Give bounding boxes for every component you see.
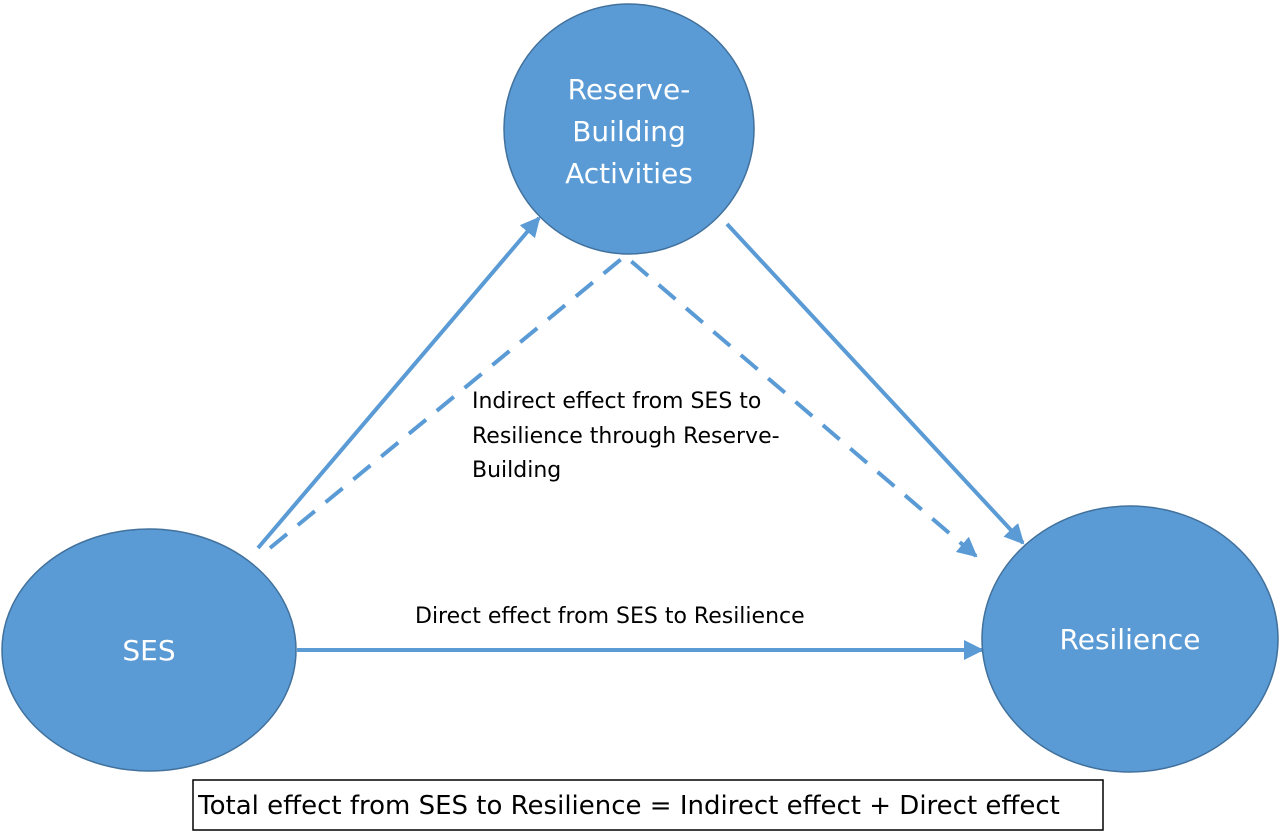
indirect-effect-label-3: Building [472,458,561,483]
edge-ses-to-reserve [256,216,541,550]
node-reserve-label-1: Reserve- [568,73,691,106]
node-resilience: Resilience [981,505,1279,773]
total-effect-text: Total effect from SES to Resilience = In… [197,791,1060,821]
node-ses-label: SES [122,634,175,667]
node-resilience-label: Resilience [1060,623,1201,656]
edge-reserve-to-resilience [725,222,1025,545]
node-ses: SES [1,528,297,772]
node-reserve-building: Reserve- Building Activities [503,3,755,255]
direct-effect-label: Direct effect from SES to Resilience [415,604,805,629]
node-reserve-label-2: Building [572,115,686,148]
total-effect-box: Total effect from SES to Resilience = In… [192,779,1104,831]
indirect-effect-label-1: Indirect effect from SES to [472,389,761,414]
node-reserve-label-3: Activities [565,157,693,190]
edge-indirect-dashed [268,253,978,558]
indirect-effect-label-2: Resilience through Reserve- [472,424,780,449]
